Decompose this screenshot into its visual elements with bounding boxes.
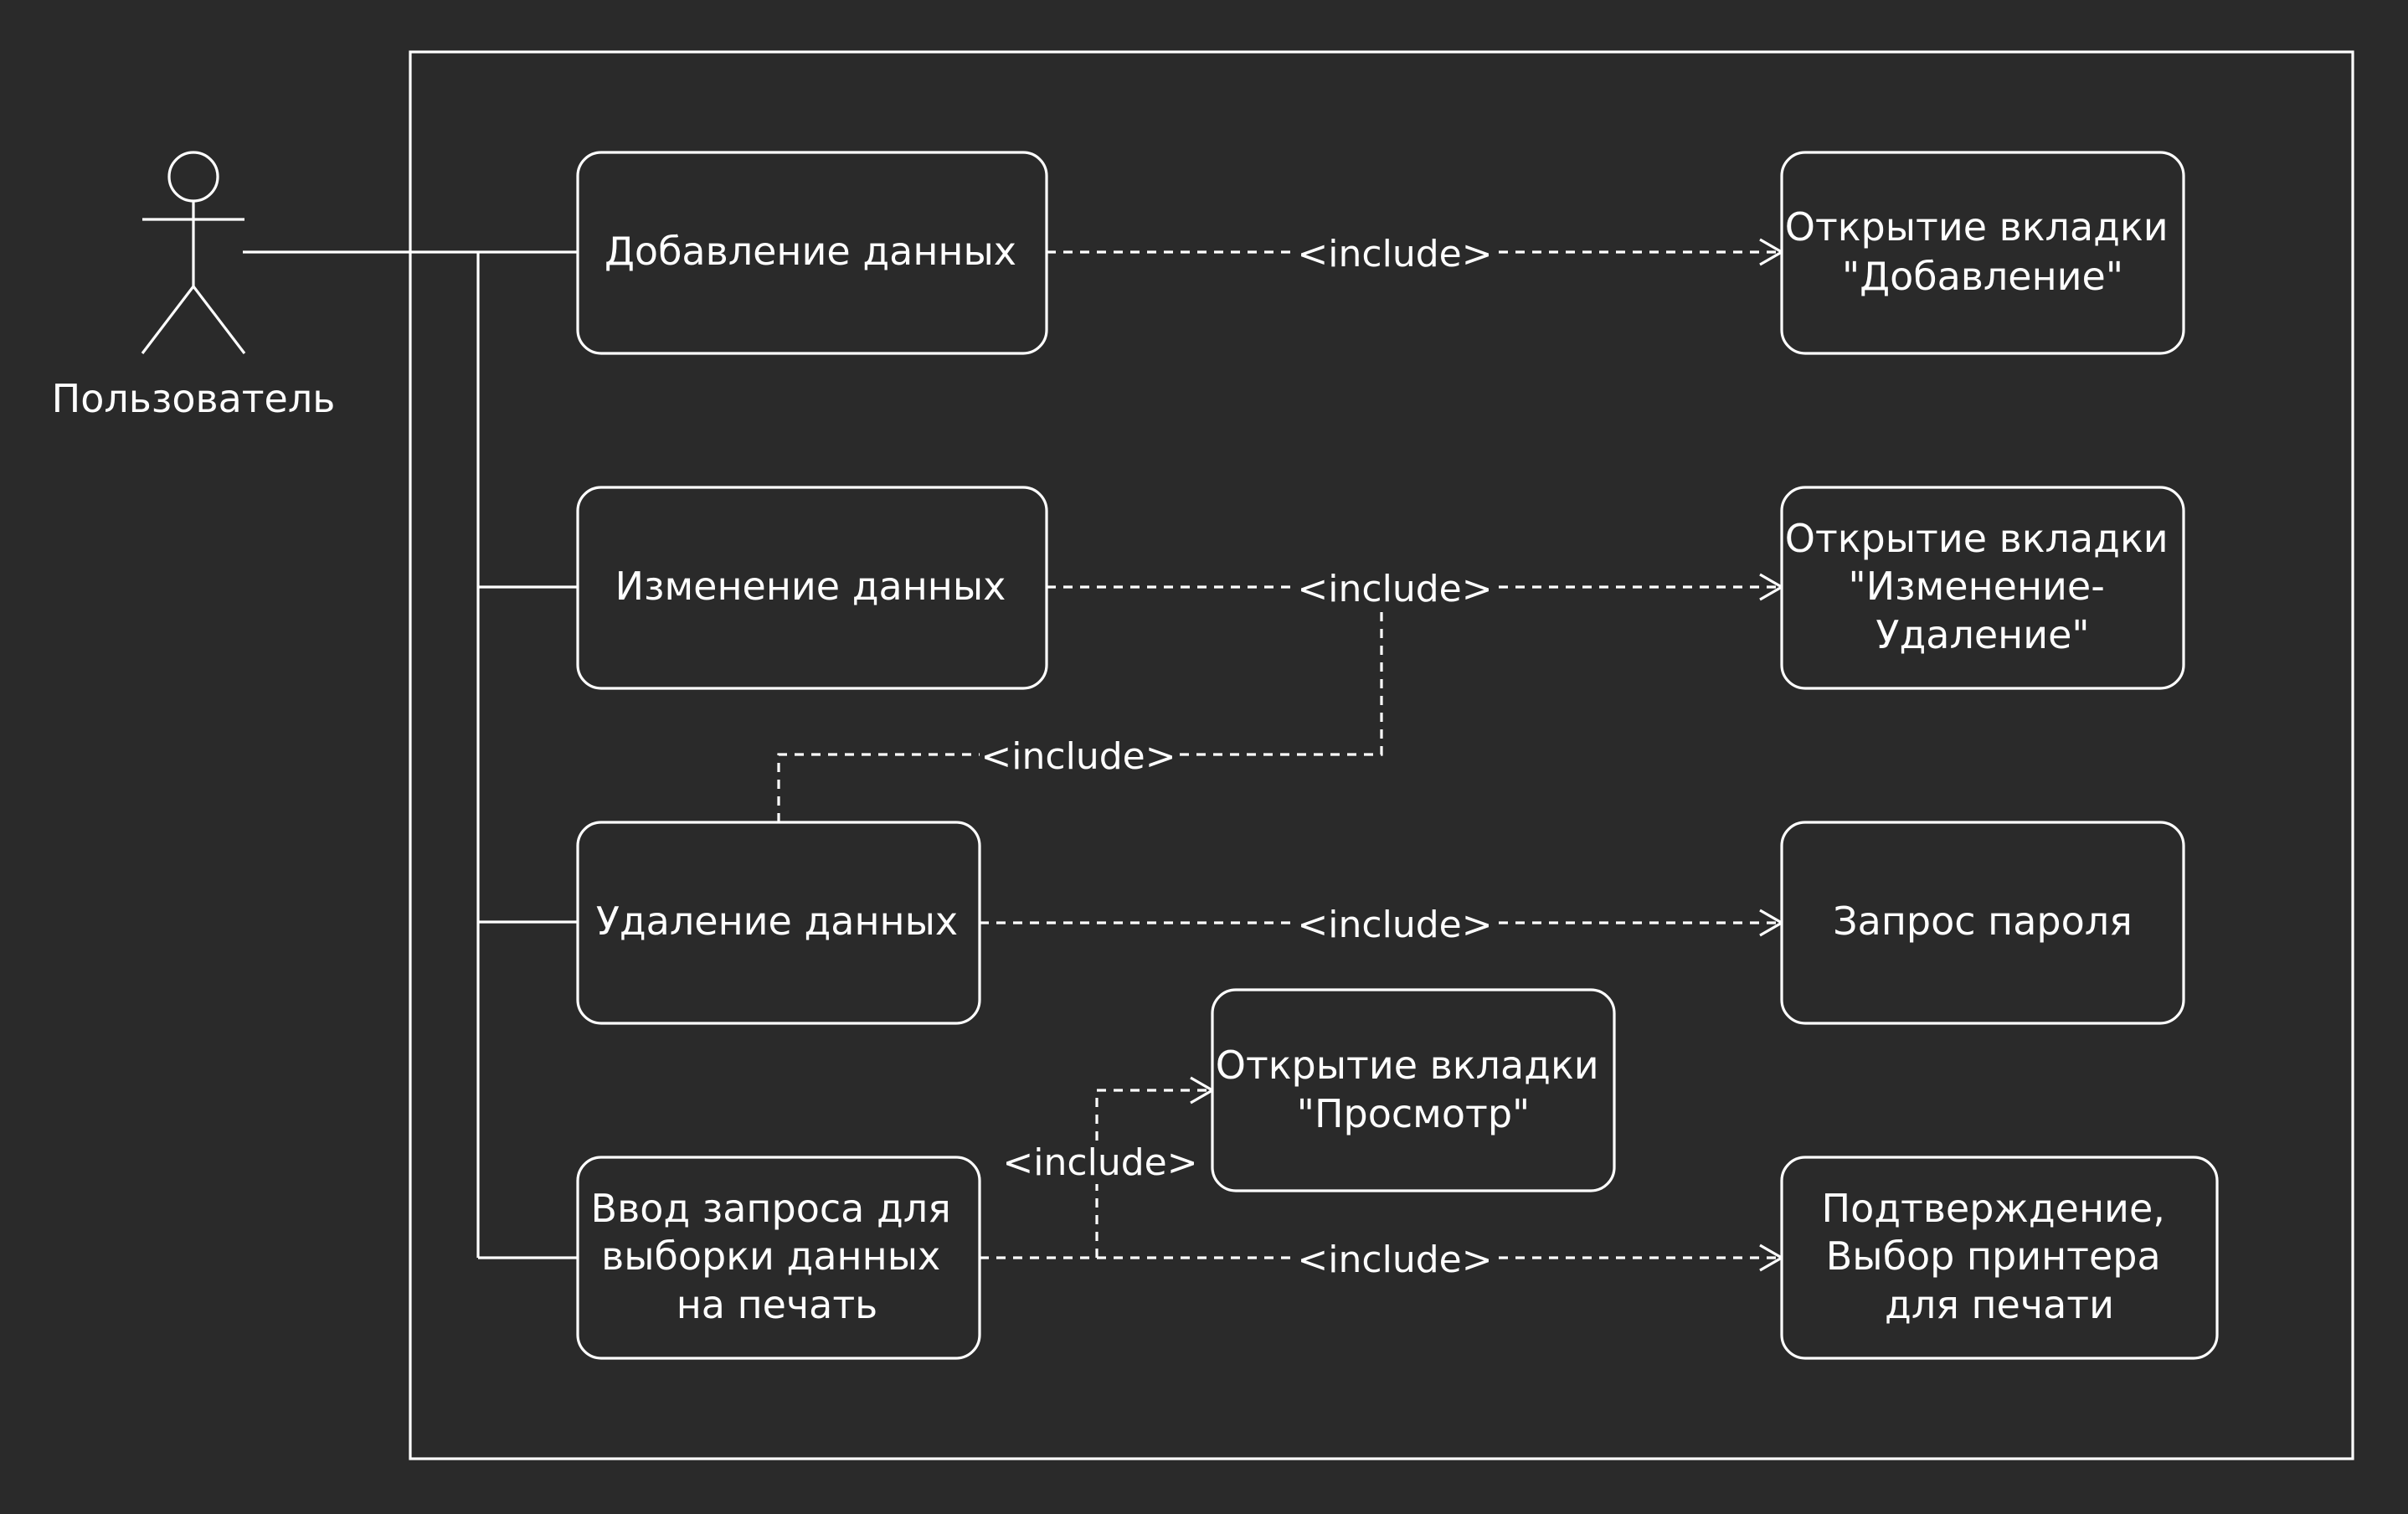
use-case-print-confirm: Подтверждение, Выбор принтера для печати <box>1780 1156 2219 1360</box>
use-case-tab-add: Открытие вкладки "Добавление" <box>1780 151 2185 355</box>
use-case-delete-label: Удаление данных <box>596 899 958 944</box>
use-case-tab-edit-delete: Открытие вкладки "Изменение- Удаление" <box>1780 486 2185 690</box>
svg-text:Ввод запроса для выборки: Ввод запроса для выборки данных на печат… <box>591 1186 964 1327</box>
use-case-tab-edit-delete-line-1: Открытие вкладки <box>1785 516 2169 561</box>
include-label-delete-tab: <include> <box>980 735 1176 778</box>
use-case-delete: Удаление данных <box>576 821 981 1025</box>
use-case-add: Добавление данных <box>576 151 1048 355</box>
svg-text:Добавление данных: Добавление данных <box>605 229 1016 274</box>
use-case-print-confirm-line-1: Подтверждение, <box>1821 1186 2164 1231</box>
actor-right-leg <box>192 286 246 354</box>
use-case-tab-edit-delete-line-3: Удаление" <box>1875 612 2089 657</box>
include-label-password: <include> <box>1297 904 1492 946</box>
use-case-password: Запрос пароля <box>1780 821 2185 1025</box>
use-case-tab-view: Открытие вкладки "Просмотр" <box>1211 988 1616 1192</box>
use-case-tab-edit-delete-line-2: "Изменение- <box>1849 564 2105 609</box>
svg-text:Подтверждение, Выбор при: Подтверждение, Выбор принтера для печати <box>1821 1186 2177 1327</box>
use-case-print-query-line-3: на печать <box>677 1282 878 1327</box>
use-case-tab-add-line-2: "Добавление" <box>1842 254 2123 299</box>
include-label-add: <include> <box>1297 233 1492 276</box>
actor-head <box>167 151 219 203</box>
svg-text:Открытие вкладки "Просмо: Открытие вкладки "Просмотр" <box>1216 1043 1612 1136</box>
use-case-tab-view-line-2: "Просмотр" <box>1297 1091 1530 1136</box>
include-labels: <include> <include> <include> <include> … <box>980 231 1494 1281</box>
use-case-password-label: Запрос пароля <box>1833 899 2133 944</box>
svg-text:Открытие вкладки "Добавл: Открытие вкладки "Добавление" <box>1785 204 2181 299</box>
svg-text:Изменение данных: Изменение данных <box>615 564 1006 609</box>
use-case-print-query-line-1: Ввод запроса для <box>591 1186 951 1231</box>
include-print-view-line <box>1095 1089 1212 1258</box>
svg-text:Удаление данных: Удаление данных <box>596 899 958 944</box>
use-case-tab-view-line-1: Открытие вкладки <box>1216 1043 1599 1088</box>
actor-associations <box>243 250 578 1259</box>
system-boundary <box>409 50 2354 1460</box>
actor-name: Пользователь <box>52 376 336 421</box>
use-case-print-query: Ввод запроса для выборки данных на печат… <box>576 1156 981 1360</box>
include-label-edit: <include> <box>1297 568 1492 610</box>
use-case-print-confirm-line-3: для печати <box>1885 1282 2114 1327</box>
use-case-edit-label: Изменение данных <box>615 564 1006 609</box>
actor-figure <box>141 151 246 354</box>
svg-text:Открытие вкладки "Измене: Открытие вкладки "Изменение- Удаление" <box>1785 516 2181 657</box>
svg-text:Запрос пароля: Запрос пароля <box>1833 899 2133 944</box>
use-case-add-label: Добавление данных <box>605 229 1016 274</box>
use-case-print-confirm-line-2: Выбор принтера <box>1826 1233 2161 1279</box>
include-label-print-confirm: <include> <box>1297 1238 1492 1281</box>
use-case-edit: Изменение данных <box>576 486 1048 690</box>
include-label-print-view: <include> <box>1002 1141 1197 1184</box>
use-case-tab-add-line-1: Открытие вкладки <box>1785 204 2169 250</box>
actor-left-leg <box>141 286 195 354</box>
use-case-print-query-line-2: выборки данных <box>601 1233 940 1279</box>
